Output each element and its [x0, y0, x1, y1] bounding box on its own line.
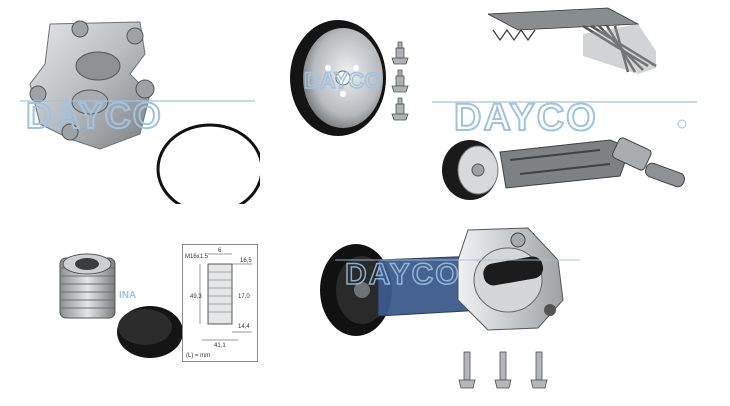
- ribbed-belt: [488, 6, 658, 76]
- tensioner-assembly: [318, 220, 580, 340]
- tensioner-top: [440, 130, 690, 210]
- dim-41-1-label: 41,1: [214, 343, 226, 349]
- pulley: [288, 16, 418, 141]
- dayco-logo-text-3: DAYCO: [454, 97, 598, 136]
- dayco-logo-4: DAYCO: [335, 254, 580, 288]
- dayco-logo-1: DAYCO: [20, 95, 255, 135]
- alternator-pulley: INA: [55, 240, 195, 365]
- dayco-logo-2: DAYCO: [300, 68, 420, 94]
- dayco-logo-text-1: DAYCO: [26, 95, 163, 135]
- technical-drawing: M16x1.5 6 16,5 49,3 17,0 14,4 41,1 (L) =…: [182, 244, 258, 362]
- dayco-logo-text-4: DAYCO: [345, 258, 461, 288]
- dim-6-label: 6: [218, 248, 222, 254]
- dayco-logo-3: DAYCO: [432, 94, 697, 136]
- dim-49-3-label: 49,3: [190, 294, 202, 300]
- water-pump: [20, 14, 260, 204]
- dim-17-0-label: 17,0: [238, 294, 250, 300]
- dim-thread-label: M16x1.5: [185, 254, 209, 260]
- mounting-bolts: [450, 350, 560, 396]
- ina-logo-text: INA: [119, 290, 136, 301]
- unit-note: (L) = mm: [186, 353, 210, 359]
- dayco-logo-text-2: DAYCO: [304, 68, 381, 93]
- dim-14-4-label: 14,4: [238, 324, 250, 330]
- dim-16-5-label: 16,5: [240, 258, 252, 264]
